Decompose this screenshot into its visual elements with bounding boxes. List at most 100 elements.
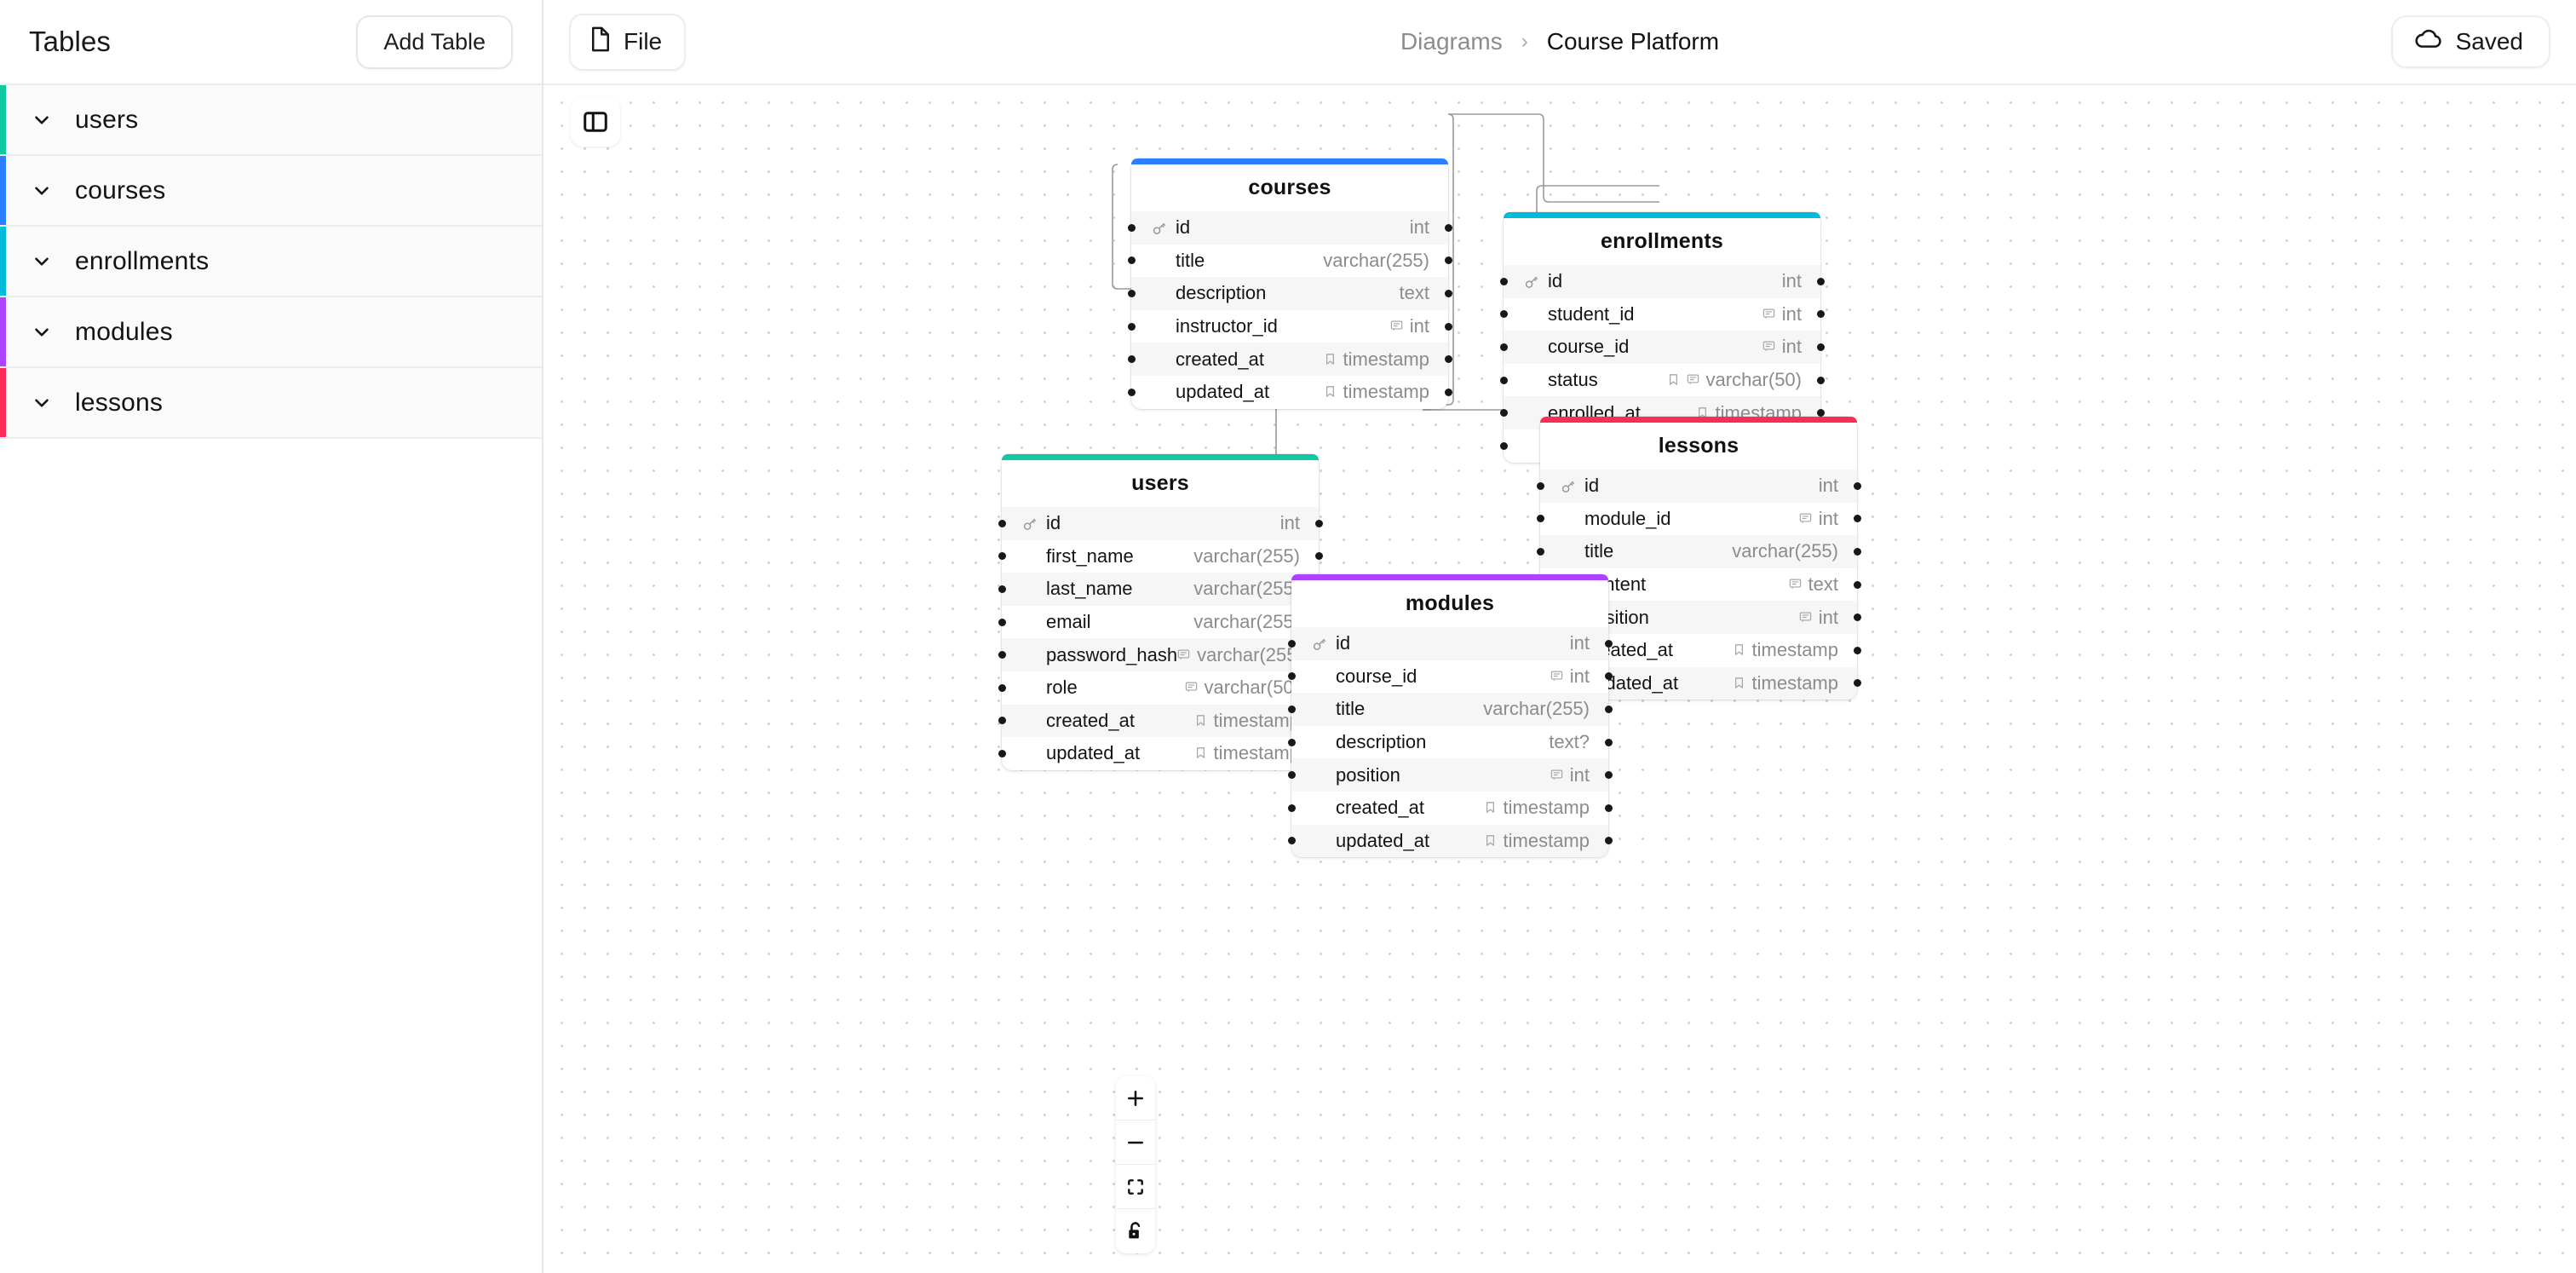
- field-handle-left[interactable]: [998, 585, 1006, 593]
- field-handle-right[interactable]: [1816, 409, 1825, 418]
- field-handle-left[interactable]: [1536, 547, 1544, 556]
- field-handle-left[interactable]: [1536, 481, 1544, 490]
- field-handle-right[interactable]: [1604, 738, 1613, 746]
- field-handle-right[interactable]: [1604, 705, 1613, 713]
- field-handle-left[interactable]: [1127, 289, 1136, 297]
- field-handle-right[interactable]: [1604, 837, 1613, 845]
- field-handle-left[interactable]: [998, 618, 1006, 626]
- field-handle-right[interactable]: [1444, 322, 1452, 331]
- zoom-in-button[interactable]: [1116, 1076, 1155, 1120]
- field-handle-left[interactable]: [998, 749, 1006, 757]
- breadcrumb-diagrams-link[interactable]: Diagrams: [1400, 28, 1503, 55]
- saved-status-button[interactable]: Saved: [2390, 15, 2550, 68]
- sidebar-toggle-icon[interactable]: [571, 97, 620, 147]
- field-handle-right[interactable]: [1853, 547, 1861, 556]
- field-handle-right[interactable]: [1444, 289, 1452, 297]
- field-handle-right[interactable]: [1853, 580, 1861, 589]
- field-handle-left[interactable]: [1287, 639, 1296, 648]
- chevron-down-icon[interactable]: [29, 320, 55, 345]
- field-handle-left[interactable]: [1287, 771, 1296, 780]
- field-handle-left[interactable]: [1127, 223, 1136, 232]
- field-handle-right[interactable]: [1444, 256, 1452, 265]
- field-handle-left[interactable]: [1499, 277, 1508, 285]
- sidebar-item-enrollments[interactable]: enrollments: [0, 227, 542, 297]
- sidebar-item-courses[interactable]: courses: [0, 156, 542, 227]
- field-handle-left[interactable]: [998, 552, 1006, 561]
- chevron-down-icon[interactable]: [29, 178, 55, 204]
- field-handle-right[interactable]: [1853, 613, 1861, 622]
- field-handle-left[interactable]: [1287, 672, 1296, 681]
- field-handle-left[interactable]: [1287, 705, 1296, 713]
- field-handle-left[interactable]: [1499, 376, 1508, 384]
- field-handle-right[interactable]: [1444, 355, 1452, 364]
- unlock-icon[interactable]: [1116, 1209, 1155, 1253]
- field-handle-right[interactable]: [1853, 515, 1861, 523]
- sidebar-item-users[interactable]: users: [0, 85, 542, 156]
- add-table-button[interactable]: Add Table: [356, 14, 513, 69]
- field-handle-left[interactable]: [1127, 256, 1136, 265]
- field-handle-left[interactable]: [1499, 409, 1508, 418]
- field-handle-left[interactable]: [1499, 343, 1508, 351]
- field-handle-left[interactable]: [998, 651, 1006, 660]
- field-handle-left[interactable]: [1536, 515, 1544, 523]
- field-handle-left[interactable]: [1127, 388, 1136, 396]
- field-handle-right[interactable]: [1314, 519, 1323, 527]
- field-handle-left[interactable]: [998, 683, 1006, 692]
- chevron-down-icon[interactable]: [29, 107, 55, 133]
- field-handle-right[interactable]: [1853, 679, 1861, 688]
- field-handle-left[interactable]: [998, 519, 1006, 527]
- field-handle-left[interactable]: [1287, 804, 1296, 812]
- field-handle-right[interactable]: [1853, 481, 1861, 490]
- field-handle-left[interactable]: [1287, 837, 1296, 845]
- field-handle-left[interactable]: [1287, 738, 1296, 746]
- field-handle-right[interactable]: [1604, 804, 1613, 812]
- field-handle-right[interactable]: [1604, 771, 1613, 780]
- field-handle-right[interactable]: [1444, 388, 1452, 396]
- field-handle-right[interactable]: [1816, 310, 1825, 319]
- fit-view-button[interactable]: [1116, 1165, 1155, 1209]
- breadcrumb-current-title[interactable]: Course Platform: [1546, 28, 1720, 55]
- field-handle-left[interactable]: [1127, 322, 1136, 331]
- field-handle-right[interactable]: [1604, 672, 1613, 681]
- field-handle-right[interactable]: [1816, 277, 1825, 285]
- sidebar-item-modules[interactable]: modules: [0, 297, 542, 368]
- field-handle-right[interactable]: [1816, 343, 1825, 351]
- chevron-down-icon[interactable]: [29, 249, 55, 274]
- chevron-down-icon[interactable]: [29, 390, 55, 416]
- file-menu-button[interactable]: File: [569, 13, 687, 71]
- field-handle-right[interactable]: [1444, 223, 1452, 232]
- field-handle-left[interactable]: [1127, 355, 1136, 364]
- zoom-out-button[interactable]: [1116, 1120, 1155, 1165]
- field-handle-right[interactable]: [1604, 639, 1613, 648]
- field-handle-right[interactable]: [1314, 552, 1323, 561]
